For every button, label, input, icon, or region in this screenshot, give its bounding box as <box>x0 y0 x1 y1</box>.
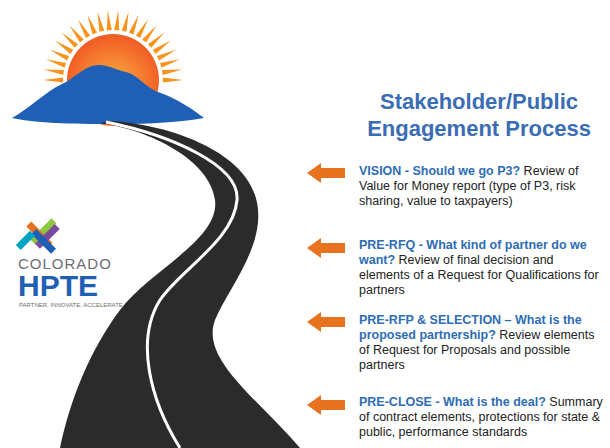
step-text: PRE-RFP & SELECTION – What is the propos… <box>359 313 606 373</box>
step-heading: PRE-CLOSE - What is the deal? <box>359 395 546 409</box>
sun-ray <box>136 19 148 38</box>
sun-ray <box>43 78 63 83</box>
sun-ray <box>129 15 139 35</box>
mountain <box>12 65 204 124</box>
sun-ray <box>153 41 171 54</box>
sun-ray <box>114 10 119 30</box>
sun-ray <box>157 50 176 61</box>
sun-ray <box>107 10 112 30</box>
sun-ray <box>46 59 66 67</box>
step-text: PRE-RFQ - What kind of partner do we wan… <box>359 238 606 298</box>
sun-ray <box>162 70 182 75</box>
step-arrows <box>307 163 345 415</box>
sun-ray <box>87 15 97 35</box>
sun-ray <box>163 78 183 83</box>
logo-mark <box>16 218 60 253</box>
logo-tagline: PARTNER. INNOVATE. ACCELERATE. <box>19 302 124 308</box>
sun-ray <box>44 70 64 75</box>
sun-ray <box>78 19 90 38</box>
sun-ray <box>160 59 180 67</box>
sun-ray <box>50 50 69 61</box>
sun-ray <box>97 12 104 32</box>
step-text: VISION - Should we go P3? Review of Valu… <box>359 164 606 209</box>
diagram-title: Stakeholder/Public Engagement Process <box>352 88 606 142</box>
logo-acronym: HPTE <box>18 270 98 302</box>
step-heading: VISION - Should we go P3? <box>359 164 520 178</box>
road-centerline <box>106 122 237 448</box>
sun-ray <box>122 12 129 32</box>
step-text: PRE-CLOSE - What is the deal? Summary of… <box>359 395 606 440</box>
